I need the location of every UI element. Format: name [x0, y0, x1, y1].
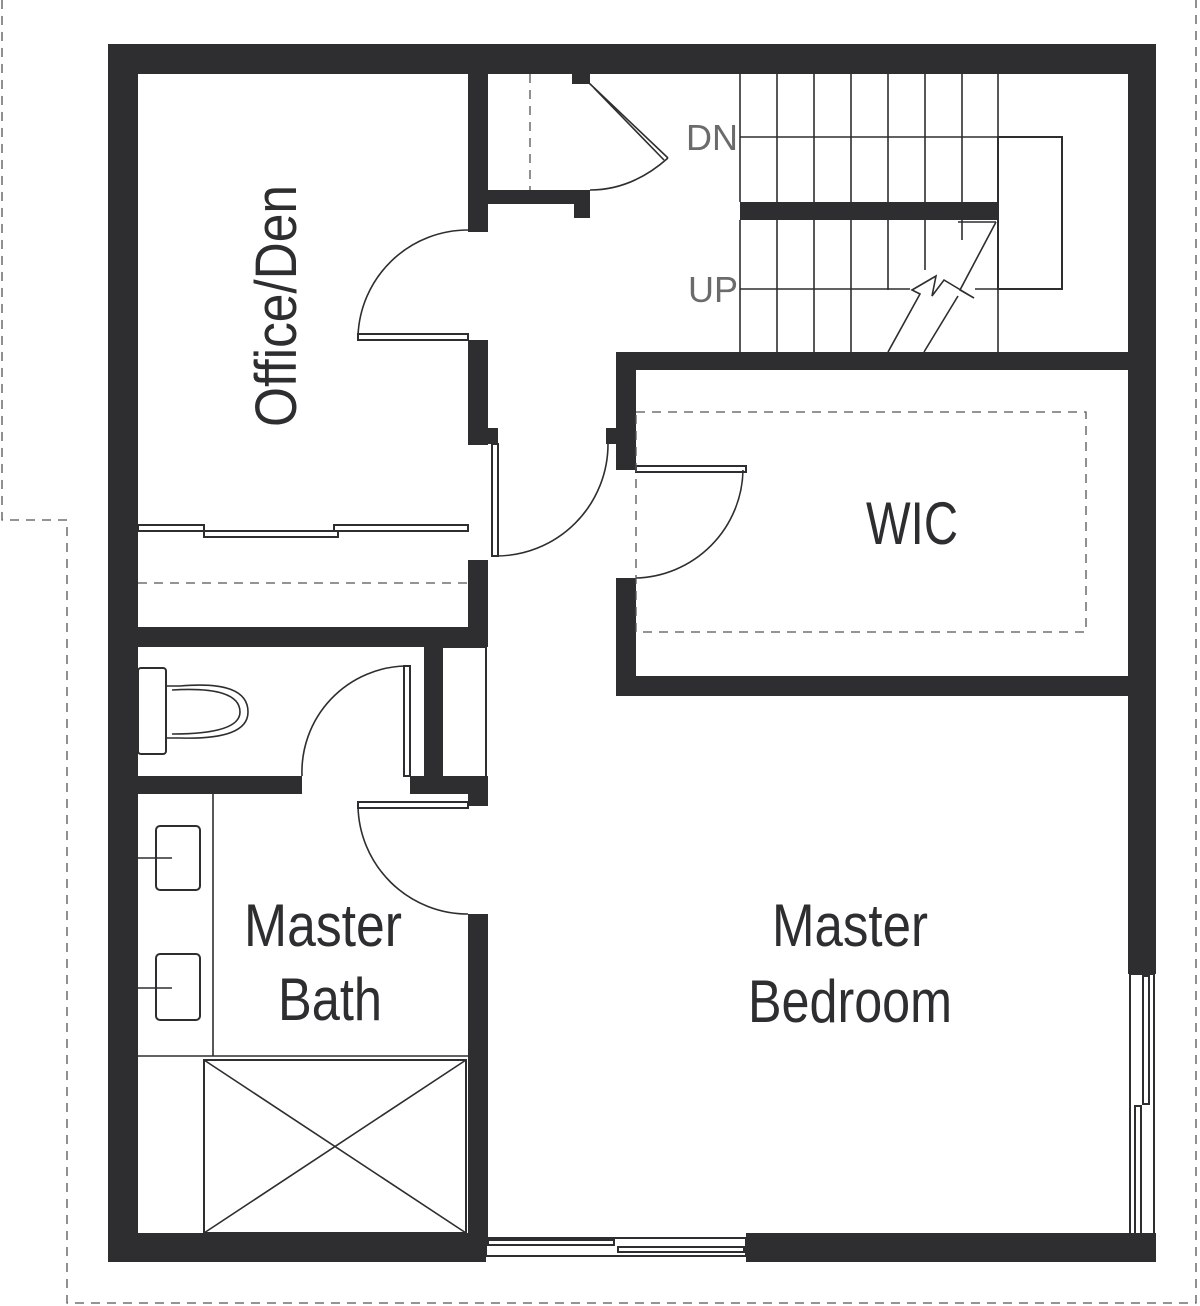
stairs-down-label: DN — [686, 117, 738, 158]
linen-closet — [441, 646, 487, 778]
door-wic[interactable] — [635, 465, 747, 579]
room-label-office: Office/Den — [244, 185, 309, 427]
shower — [203, 1059, 467, 1234]
vanity — [138, 794, 468, 1057]
wic-shelving — [635, 411, 1087, 633]
room-label-bedroom-line2: Bedroom — [748, 968, 952, 1035]
window-south — [485, 1237, 747, 1257]
toilet-icon — [137, 667, 249, 755]
interior-walls — [108, 44, 1156, 1244]
office-closet — [137, 524, 469, 584]
window-east — [1129, 973, 1155, 1237]
door-office[interactable] — [357, 229, 469, 341]
staircase — [739, 74, 1063, 353]
room-label-bedroom-line1: Master — [772, 892, 928, 959]
sink-icon — [138, 825, 201, 891]
hall-closet — [529, 72, 669, 191]
sink-icon — [138, 953, 201, 1021]
door-bath[interactable] — [357, 801, 469, 915]
exterior-walls — [108, 44, 1156, 1262]
room-label-bath-line1: Master — [244, 892, 402, 959]
room-label-wic: WIC — [866, 490, 958, 557]
door-wc[interactable] — [301, 665, 411, 777]
stairs-up-label: UP — [688, 269, 738, 310]
door-hall-to-office[interactable] — [491, 443, 609, 557]
room-label-bath-line2: Bath — [278, 966, 382, 1033]
